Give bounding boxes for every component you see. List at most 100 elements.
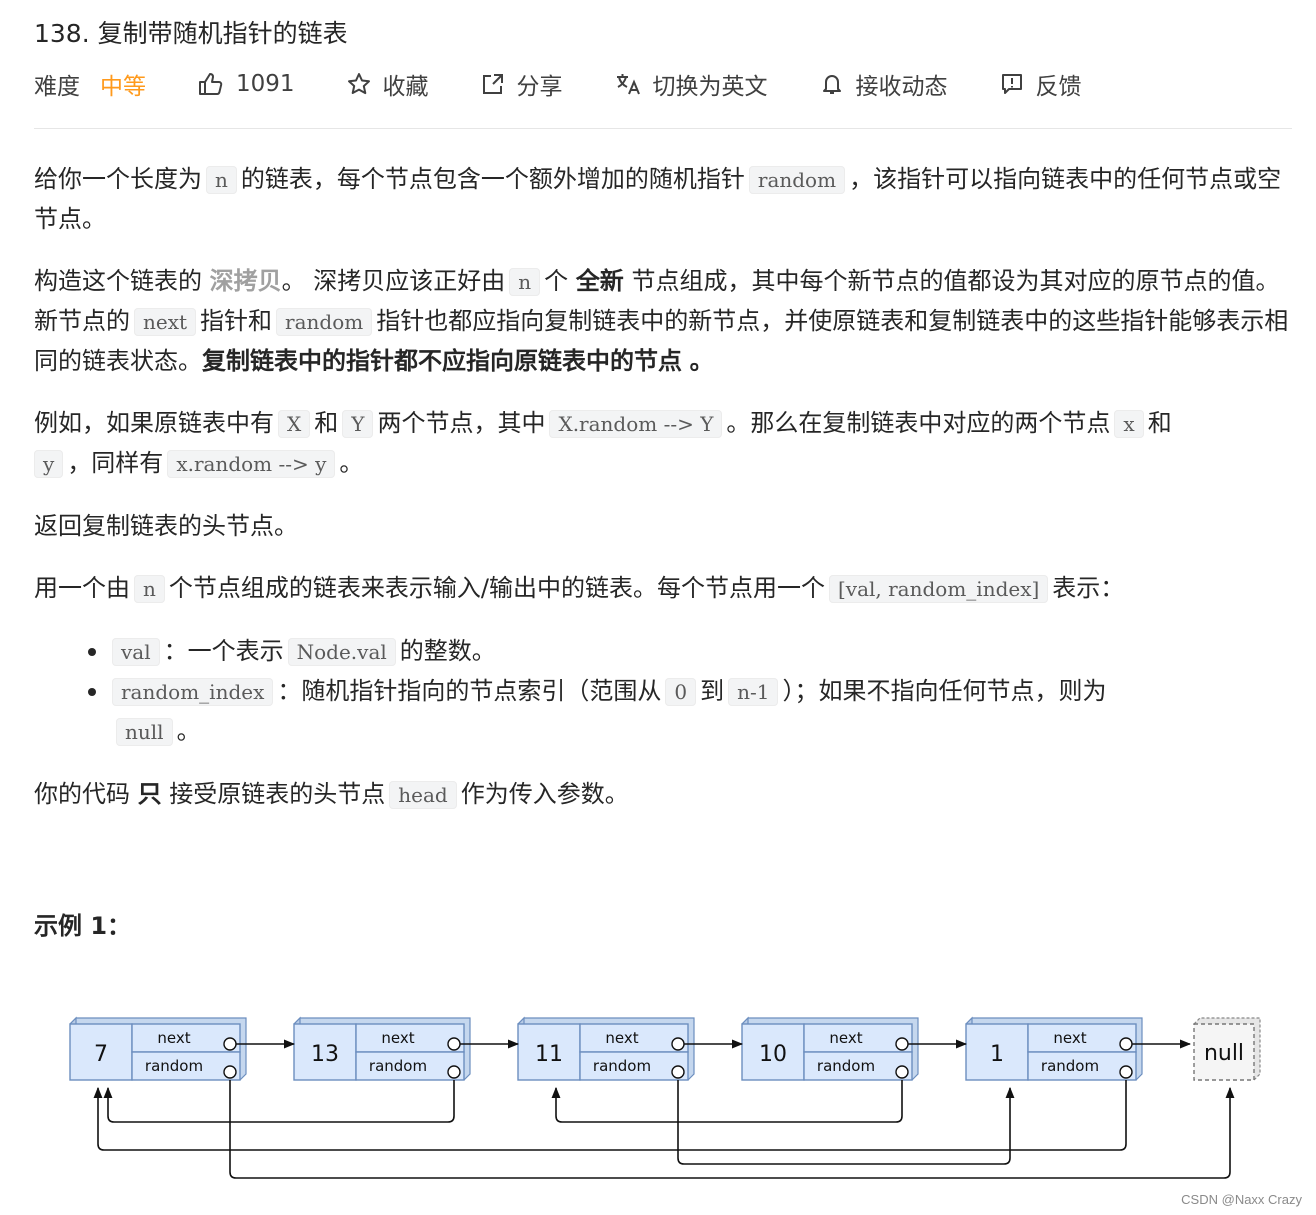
like-button[interactable]: 1091: [198, 71, 295, 97]
difficulty-label: 难度: [34, 74, 80, 100]
text: 用一个由: [34, 574, 130, 602]
favorite-button[interactable]: 收藏: [347, 67, 429, 101]
node-next-box: [355, 1023, 465, 1053]
node-random-label: random: [1041, 1057, 1099, 1075]
text: 表示：: [1052, 574, 1125, 602]
difficulty-value: 中等: [100, 74, 146, 100]
node-next-label: next: [1053, 1029, 1086, 1047]
subscribe-button[interactable]: 接收动态: [820, 67, 948, 101]
node-next-label: next: [605, 1029, 638, 1047]
inline-code: X: [278, 410, 311, 438]
text: 和: [1147, 409, 1172, 437]
text: 的整数。: [399, 637, 496, 665]
null-node-box: [1193, 1023, 1255, 1081]
inline-code: n: [206, 166, 237, 194]
share-icon: [482, 74, 503, 94]
inline-code: [val, random_index]: [828, 575, 1049, 603]
text: 个节点组成的链表来表示输入/输出中的链表。每个节点用一个: [168, 574, 825, 602]
inline-code: Node.val: [287, 638, 396, 666]
node-value: 13: [311, 1042, 339, 1067]
node-value-box: [517, 1023, 581, 1081]
random-arrow: [551, 1080, 903, 1123]
text: 你的代码: [34, 780, 130, 808]
example-title: 示例 1：: [34, 912, 132, 940]
text: 指针和: [200, 307, 273, 335]
inline-code: random_index: [112, 678, 274, 706]
description-paragraph: 返回复制链表的头节点。: [34, 512, 298, 540]
text: 给你一个长度为: [34, 165, 202, 193]
node-random-box: [355, 1051, 465, 1081]
translate-label: 切换为英文: [652, 74, 768, 100]
random-arrow: [93, 1080, 1127, 1151]
watermark: CSDN @Naxx Crazy: [1181, 1192, 1302, 1207]
node-random-label: random: [817, 1057, 875, 1075]
node-random-box: [579, 1051, 689, 1081]
text: ）；如果不指向任何节点，则为: [782, 677, 1107, 705]
text: 和: [314, 409, 339, 437]
random-pointer-dot: [447, 1065, 461, 1079]
list-node: 1 next random: [965, 1016, 1143, 1081]
inline-code: 0: [665, 678, 697, 706]
translate-button[interactable]: 切换为英文: [615, 67, 768, 101]
inline-code: x: [1114, 410, 1144, 438]
node-random-box: [803, 1051, 913, 1081]
node-value: 1: [990, 1042, 1004, 1067]
bell-icon: [822, 75, 841, 94]
thumbs-up-icon: [199, 73, 223, 95]
next-pointer-dot: [895, 1037, 909, 1051]
text: 的链表，每个节点包含一个额外增加的随机指针: [240, 165, 745, 193]
bold-text: 全新: [575, 267, 624, 295]
text: 。那么在复制链表中对应的两个节点: [726, 409, 1111, 437]
null-node: null: [1193, 1017, 1261, 1081]
node-next-box: [131, 1023, 241, 1053]
bullet: [88, 688, 96, 696]
feedback-label: 反馈: [1035, 74, 1082, 100]
text: ，该指针可以指向链表中的任何节点或空节点。: [34, 165, 1282, 233]
node-value-box: [69, 1023, 133, 1081]
node-value-box: [293, 1023, 357, 1081]
node-random-label: random: [369, 1057, 427, 1075]
inline-code: n-1: [728, 678, 779, 706]
inline-code: null: [116, 718, 173, 746]
inline-code: head: [389, 781, 457, 809]
random-arrow: [229, 1080, 1235, 1179]
node-random-box: [1027, 1051, 1137, 1081]
inline-code: y: [34, 450, 64, 478]
text: 两个节点，其中: [377, 409, 546, 437]
inline-code: X.random --> Y: [549, 410, 723, 438]
problem-title: 138. 复制带随机指针的链表: [34, 19, 348, 48]
random-pointer-dot: [671, 1065, 685, 1079]
text: 接受原链表的头节点: [169, 780, 386, 808]
next-pointer-dot: [671, 1037, 685, 1051]
node-next-label: next: [381, 1029, 414, 1047]
random-pointer-dot: [1119, 1065, 1133, 1079]
share-label: 分享: [516, 74, 563, 100]
inline-code: n: [134, 575, 165, 603]
node-value: 10: [759, 1042, 787, 1067]
node-random-box: [131, 1051, 241, 1081]
deep-copy-link[interactable]: 深拷贝: [209, 267, 282, 295]
node-next-label: next: [157, 1029, 190, 1047]
share-button[interactable]: 分享: [481, 67, 563, 101]
inline-code: val: [112, 638, 160, 666]
feedback-button[interactable]: 反馈: [1000, 67, 1082, 101]
text: 。: [176, 717, 201, 745]
node-next-box: [579, 1023, 689, 1053]
bold-text: 只: [137, 780, 162, 808]
text: 作为传入参数。: [460, 780, 629, 808]
text: ：随机指针指向的节点索引（范围从: [277, 677, 662, 705]
next-pointer-dot: [447, 1037, 461, 1051]
next-pointer-dot: [1119, 1037, 1133, 1051]
